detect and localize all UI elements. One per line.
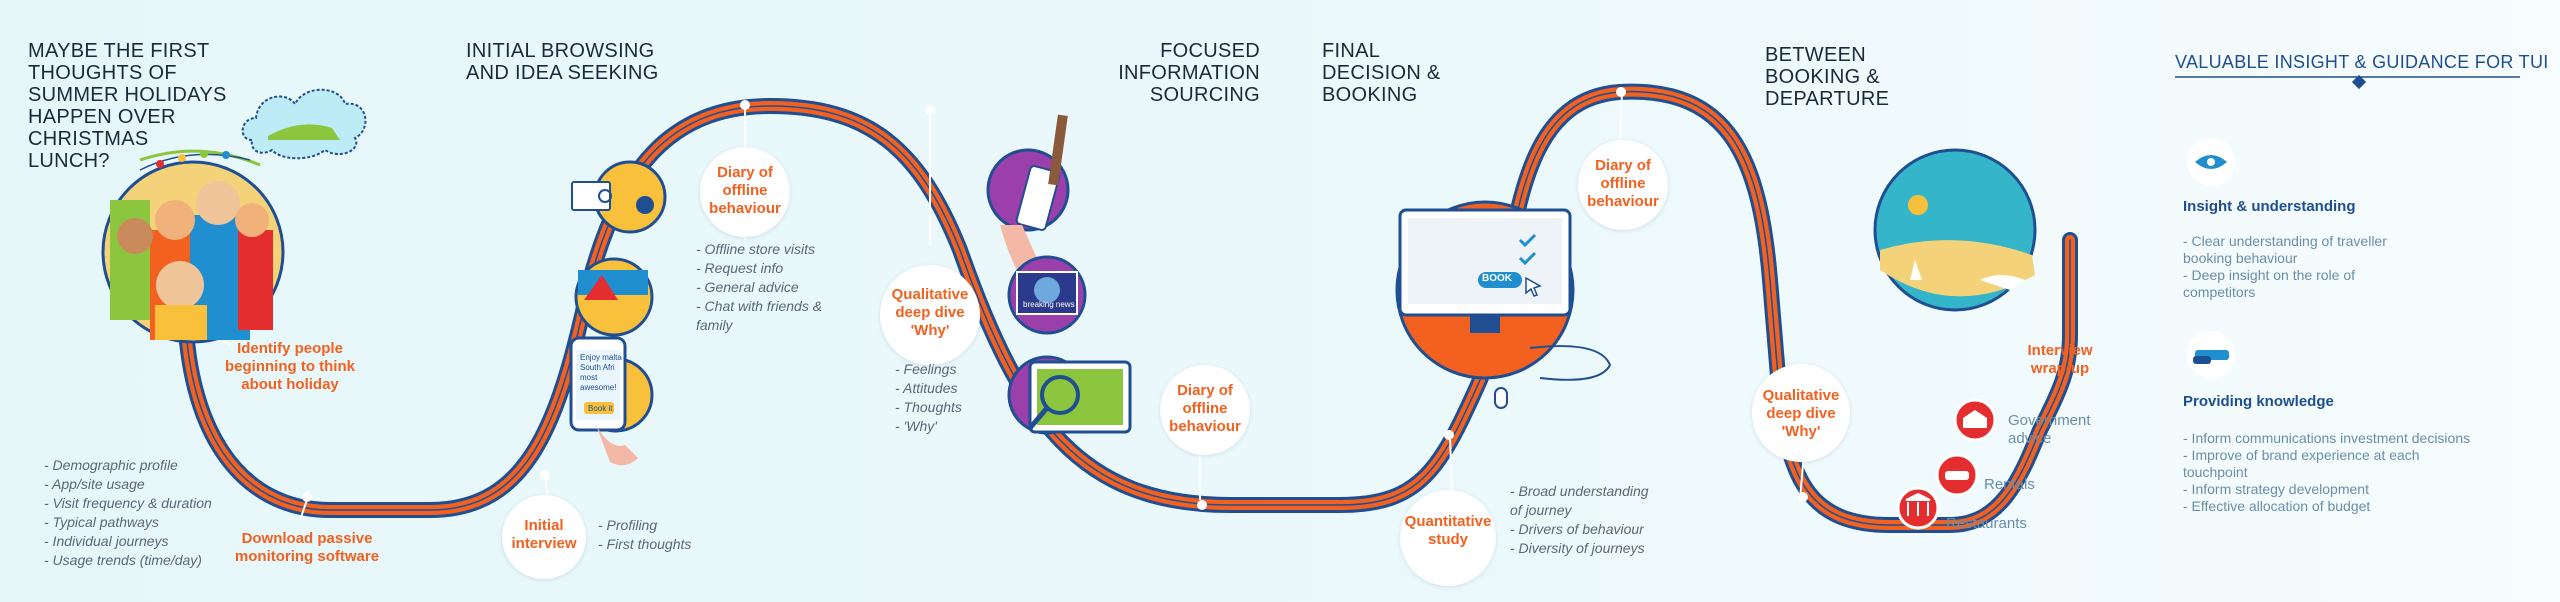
path-dots bbox=[302, 87, 1808, 510]
journey-path bbox=[177, 83, 2078, 533]
booking-computer-illustration bbox=[1395, 200, 1612, 409]
initial-interview-bubble bbox=[502, 495, 586, 579]
list-demographic: - Demographic profile- App/site usage- V… bbox=[44, 457, 212, 568]
label-rentals: Rentals bbox=[1984, 476, 2035, 493]
list-profiling: - Profiling- First thoughts bbox=[598, 517, 692, 552]
knowledge-list: - Inform communications investment decis… bbox=[2183, 430, 2471, 514]
phone-illustration bbox=[569, 336, 638, 466]
insight-heading: Insight & understanding bbox=[2183, 198, 2356, 215]
panel-title: VALUABLE INSIGHT & GUIDANCE FOR TUI bbox=[2175, 52, 2549, 72]
qual1-bubble bbox=[880, 265, 980, 365]
guide-icons bbox=[1896, 398, 1997, 530]
diary2-bubble bbox=[1160, 365, 1250, 455]
list-offline: - Offline store visits- Request info- Ge… bbox=[696, 241, 823, 333]
book-button-label: BOOK bbox=[1482, 273, 1512, 284]
breaking-news-text: breaking news bbox=[1023, 300, 1075, 309]
quant-bubble bbox=[1400, 490, 1496, 586]
family-illustration bbox=[101, 149, 285, 344]
panel-decor bbox=[2175, 74, 2520, 379]
qual2-bubble bbox=[1752, 364, 1850, 462]
knowledge-heading: Providing knowledge bbox=[2183, 393, 2334, 410]
phone-book-button: Book it bbox=[588, 404, 613, 413]
diary1-bubble bbox=[700, 147, 790, 237]
list-feelings: - Feelings- Attitudes- Thoughts- 'Why' bbox=[895, 361, 962, 434]
string-lights bbox=[139, 150, 251, 171]
label-restaurants: Restaurants bbox=[1946, 515, 2027, 532]
beach-illustration bbox=[1873, 148, 2037, 312]
research-illustrations bbox=[986, 114, 1132, 435]
diary3-bubble bbox=[1578, 140, 1668, 230]
cloud-icon bbox=[241, 88, 367, 160]
